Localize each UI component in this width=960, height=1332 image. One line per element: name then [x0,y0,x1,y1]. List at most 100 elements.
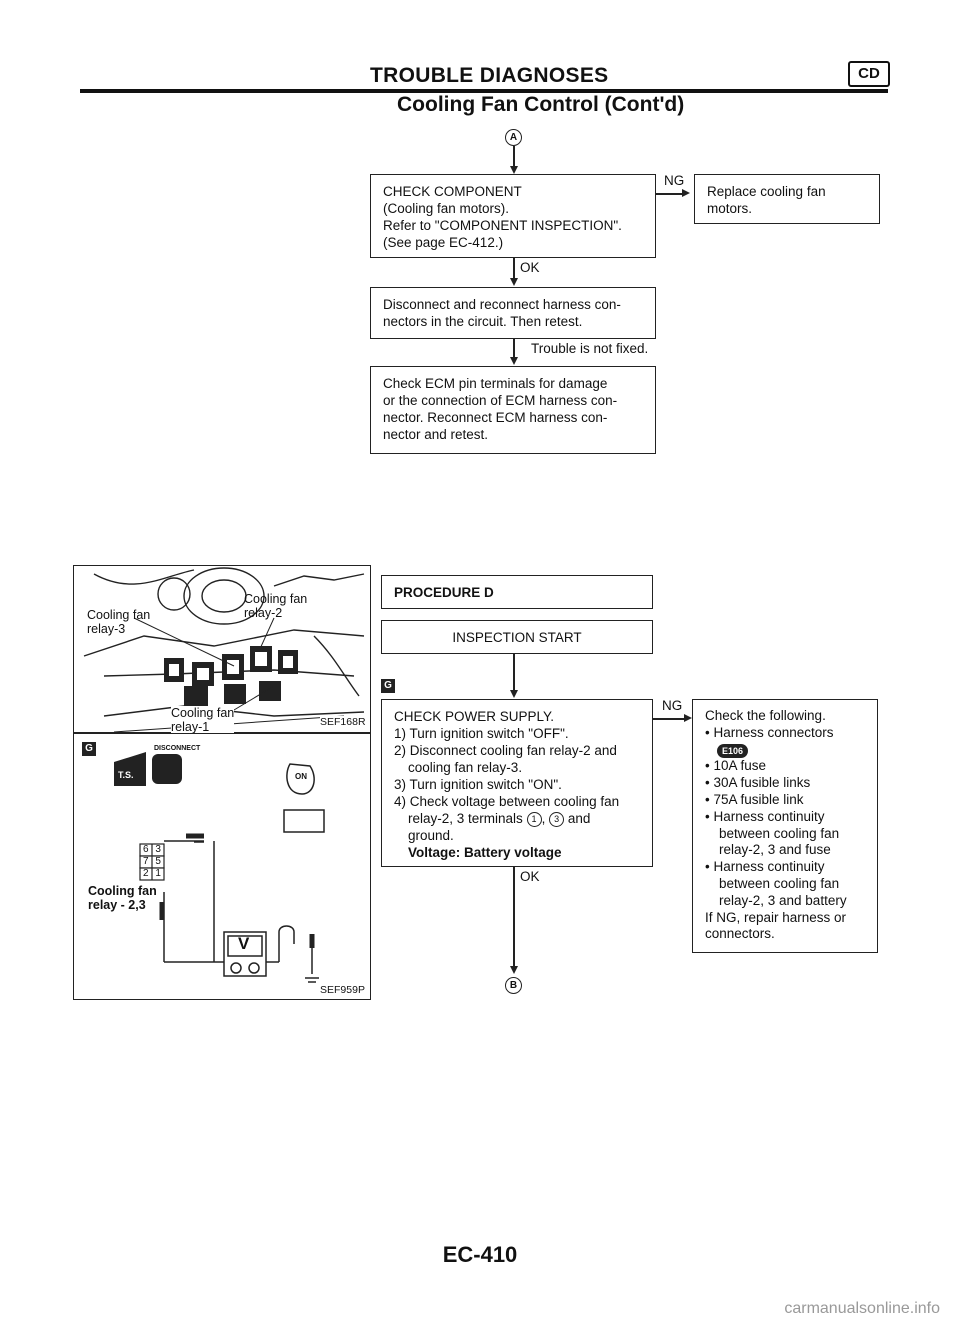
power-check-step: 2) Disconnect cooling fan relay-2 and [394,743,617,758]
terminal-number: 1 [155,868,161,879]
figure-code: SEF959P [320,984,365,996]
page-number: EC-410 [442,1242,518,1267]
ok-label: OK [520,869,540,884]
ng-label: NG [662,698,683,713]
terminal-number: 2 [143,868,149,879]
check-item: relay-2, 3 and fuse [719,842,831,858]
check-item: relay-2, 3 and battery [719,892,847,908]
arrow-right-icon [684,714,692,722]
flow-line [653,718,685,720]
terminal-number: 3 [155,844,161,855]
trouble-label: Trouble is not fixed. [531,341,649,356]
relay-3-label-line: relay-3 [87,622,126,636]
procedure-title-box: PROCEDURE D [381,575,653,609]
power-supply-check-box: CHECK POWER SUPPLY. 1) Turn ignition swi… [381,699,653,867]
relay-2-label-line: Cooling fan [244,592,308,606]
replace-line: Replace cooling fan [707,184,826,199]
flow-line [513,258,515,280]
relay-3-label-line: Cooling fan [87,608,151,622]
procedure-title: PROCEDURE D [394,585,494,600]
figure-code: SEF168R [320,716,366,728]
arrow-down-icon [510,966,518,974]
voltage-spec: Voltage: Battery voltage [408,845,562,860]
replace-fan-box: Replace cooling fan motors. [694,174,880,224]
ecm-line: or the connection of ECM harness con- [383,393,618,408]
relay-23-label-line: relay - 2,3 [88,898,146,912]
power-check-step-text: relay-2, 3 terminals [408,811,523,826]
inspection-start-label: INSPECTION START [452,630,582,645]
inspection-start-box: INSPECTION START [381,620,653,654]
check-component-line: Refer to "COMPONENT INSPECTION". [383,218,622,233]
disconnect-label: DISCONNECT [154,745,201,752]
check-item: • 30A fusible links [705,775,811,791]
power-check-step: ground. [408,828,454,843]
flow-line [656,193,684,195]
flow-line [513,654,515,692]
ignition-on-label: ON [295,772,307,781]
engine-bay-drawing [83,567,365,733]
terminal-labels: 6 3 7 5 2 1 [143,844,167,880]
check-item: • 75A fusible link [705,791,804,807]
relay-2-label: Cooling fan relay-2 [244,592,307,620]
ok-label: OK [520,260,540,275]
ng-label: NG [664,173,685,188]
check-item: • Harness continuity [705,859,825,875]
header-rule [80,89,888,93]
relay-23-label: Cooling fan relay - 2,3 [88,884,157,912]
arrow-right-icon [682,189,690,197]
voltmeter-label: V [238,934,250,953]
check-component-line: (Cooling fan motors). [383,201,510,216]
ecm-check-box: Check ECM pin terminals for damage or th… [370,366,656,454]
disconnect-line: nectors in the circuit. Then retest. [383,314,583,329]
power-check-step: relay-2, 3 terminals 1, 3 and [408,811,591,827]
arrow-down-icon [510,357,518,365]
flow-line [513,867,515,969]
power-check-step: cooling fan relay-3. [408,760,523,775]
relay-location-figure: Cooling fan relay-3 Cooling fan relay-2 … [73,565,371,734]
relay-2-label-line: relay-2 [244,606,283,620]
power-check-heading: CHECK POWER SUPPLY. [394,709,555,724]
check-item: • Harness connectors [705,724,834,740]
connector-e106-icon: E106 [717,743,749,758]
page-subtitle: Cooling Fan Control (Cont'd) [397,93,685,116]
check-component-line: CHECK COMPONENT [383,184,522,199]
relay-1-label-line: relay-1 [171,720,210,734]
relay-1-label-line: Cooling fan [171,706,235,720]
connector-badge-row: E106 [705,742,865,759]
power-check-step: 4) Check voltage between cooling fan [394,794,620,809]
arrow-down-icon [510,690,518,698]
arrow-down-icon [510,278,518,286]
g-mark-icon: G [381,679,395,693]
ecm-line: nector and retest. [383,427,489,442]
power-check-step: 3) Turn ignition switch "ON". [394,777,562,792]
replace-line: motors. [707,201,753,216]
check-component-box: CHECK COMPONENT (Cooling fan motors). Re… [370,174,656,258]
ecm-line: nector. Reconnect ECM harness con- [383,410,608,425]
ts-label: T.S. [118,770,134,780]
exit-marker-b: B [505,977,522,994]
page-title: TROUBLE DIAGNOSES [370,64,609,87]
terminal-3-icon: 3 [549,811,565,827]
check-item: • 10A fuse [705,758,767,774]
terminal-number: 7 [143,856,149,867]
terminal-number: 5 [155,856,161,867]
check-following-box: Check the following. • Harness connector… [692,699,878,953]
check-item: If NG, repair harness or [705,909,847,925]
watermark: carmanualsonline.info [784,1300,940,1317]
terminal-number: 6 [143,844,149,855]
section-badge: CD [848,61,890,87]
power-check-step-text: and [567,811,591,826]
entry-marker-a: A [505,129,522,146]
check-item: between cooling fan [719,825,840,841]
disconnect-box: Disconnect and reconnect harness con- ne… [370,287,656,339]
relay-1-label: Cooling fan relay-1 [171,706,235,734]
terminal-1-icon: 1 [526,811,542,827]
flow-line [513,146,515,168]
voltage-check-drawing [114,752,325,983]
relay-3-label: Cooling fan relay-3 [87,608,150,636]
check-item: • Harness continuity [705,808,825,824]
disconnect-line: Disconnect and reconnect harness con- [383,297,621,312]
voltage-check-figure: G DISCONNECT [73,733,371,1000]
power-check-step: 1) Turn ignition switch "OFF". [394,726,569,741]
g-mark-icon: G [82,742,96,756]
